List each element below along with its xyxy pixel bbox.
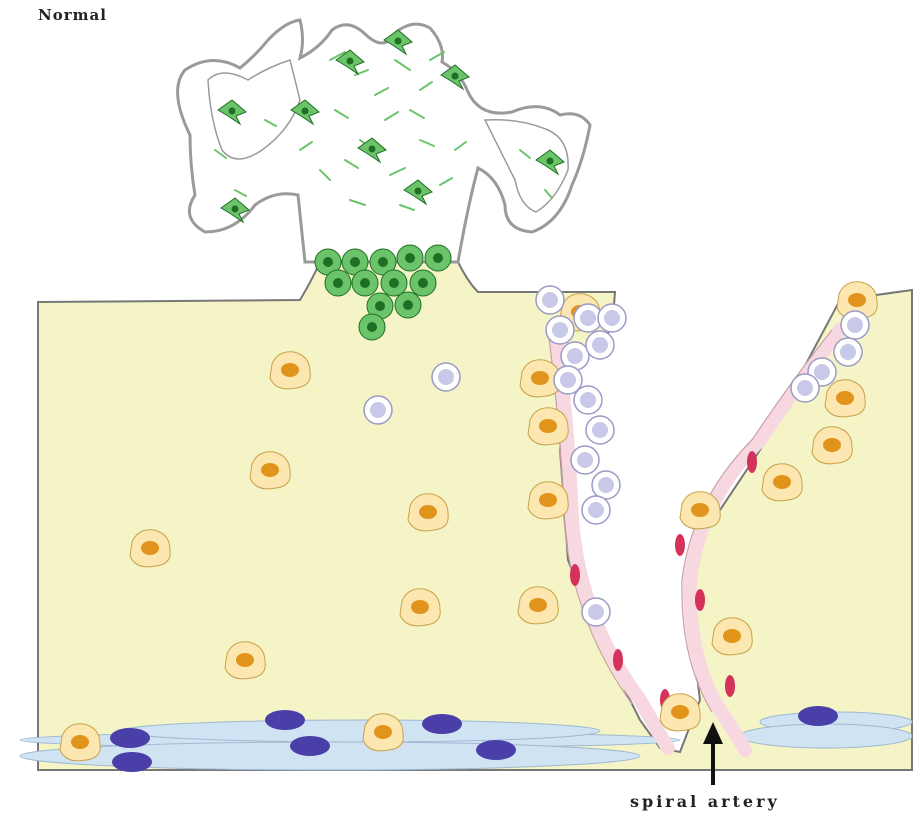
diagram-title: Normal (38, 6, 107, 24)
decidua-tissue (38, 262, 912, 770)
trophoblast-nucleus (323, 257, 333, 267)
stromal-nucleus (671, 705, 689, 719)
lymphocyte-nucleus (588, 604, 604, 620)
endothelial-nucleus (570, 564, 580, 586)
stromal-nucleus (848, 293, 866, 307)
trophoblast-nucleus (433, 253, 443, 263)
trophoblast-nucleus (378, 257, 388, 267)
lymphocyte-nucleus (847, 317, 863, 333)
stromal-nucleus (411, 600, 429, 614)
stromal-nucleus (531, 371, 549, 385)
lymphocyte-nucleus (577, 452, 593, 468)
trophoblast-nucleus (375, 301, 385, 311)
lymphocyte-nucleus (604, 310, 620, 326)
lymphocyte-nucleus (840, 344, 856, 360)
muscle-nucleus (290, 736, 330, 756)
stellate-nucleus (415, 188, 422, 195)
chorionic-villus (178, 20, 590, 262)
endothelial-nucleus (747, 451, 757, 473)
lymphocyte-nucleus (598, 477, 614, 493)
stellate-nucleus (369, 146, 376, 153)
muscle-fiber (20, 742, 640, 770)
muscle-fiber (120, 720, 600, 742)
stromal-nucleus (823, 438, 841, 452)
trophoblast-nucleus (403, 300, 413, 310)
stromal-nucleus (71, 735, 89, 749)
lymphocyte-nucleus (588, 502, 604, 518)
lymphocyte-nucleus (542, 292, 558, 308)
endothelial-nucleus (613, 649, 623, 671)
lymphocyte-nucleus (592, 337, 608, 353)
trophoblast-nucleus (350, 257, 360, 267)
stellate-nucleus (347, 58, 354, 65)
muscle-nucleus (798, 706, 838, 726)
muscle-nucleus (265, 710, 305, 730)
stromal-nucleus (419, 505, 437, 519)
stromal-nucleus (773, 475, 791, 489)
stromal-nucleus (529, 598, 547, 612)
stromal-nucleus (141, 541, 159, 555)
trophoblast-nucleus (418, 278, 428, 288)
stromal-nucleus (539, 493, 557, 507)
stellate-nucleus (229, 108, 236, 115)
trophoblast-nucleus (389, 278, 399, 288)
stromal-nucleus (261, 463, 279, 477)
muscle-fiber (740, 724, 912, 748)
lymphocyte-nucleus (580, 310, 596, 326)
stromal-nucleus (539, 419, 557, 433)
stellate-nucleus (452, 73, 459, 80)
muscle-nucleus (476, 740, 516, 760)
lymphocyte-nucleus (580, 392, 596, 408)
stromal-nucleus (236, 653, 254, 667)
lymphocyte-nucleus (552, 322, 568, 338)
stromal-nucleus (836, 391, 854, 405)
endothelial-nucleus (695, 589, 705, 611)
endothelial-nucleus (675, 534, 685, 556)
muscle-nucleus (110, 728, 150, 748)
stromal-nucleus (723, 629, 741, 643)
stellate-nucleus (232, 206, 239, 213)
trophoblast-nucleus (405, 253, 415, 263)
lymphocyte-nucleus (567, 348, 583, 364)
stellate-nucleus (395, 38, 402, 45)
lymphocyte-nucleus (814, 364, 830, 380)
endothelial-nucleus (725, 675, 735, 697)
spiral-artery-label: spiral artery (630, 792, 780, 811)
trophoblast-nucleus (333, 278, 343, 288)
lymphocyte-nucleus (797, 380, 813, 396)
trophoblast-nucleus (367, 322, 377, 332)
lymphocyte-nucleus (370, 402, 386, 418)
stromal-nucleus (374, 725, 392, 739)
stromal-nucleus (281, 363, 299, 377)
muscle-nucleus (112, 752, 152, 772)
stromal-nucleus (691, 503, 709, 517)
stellate-nucleus (547, 158, 554, 165)
lymphocyte-nucleus (560, 372, 576, 388)
stellate-nucleus (302, 108, 309, 115)
lymphocyte-nucleus (438, 369, 454, 385)
lymphocyte-nucleus (592, 422, 608, 438)
muscle-nucleus (422, 714, 462, 734)
trophoblast-nucleus (360, 278, 370, 288)
